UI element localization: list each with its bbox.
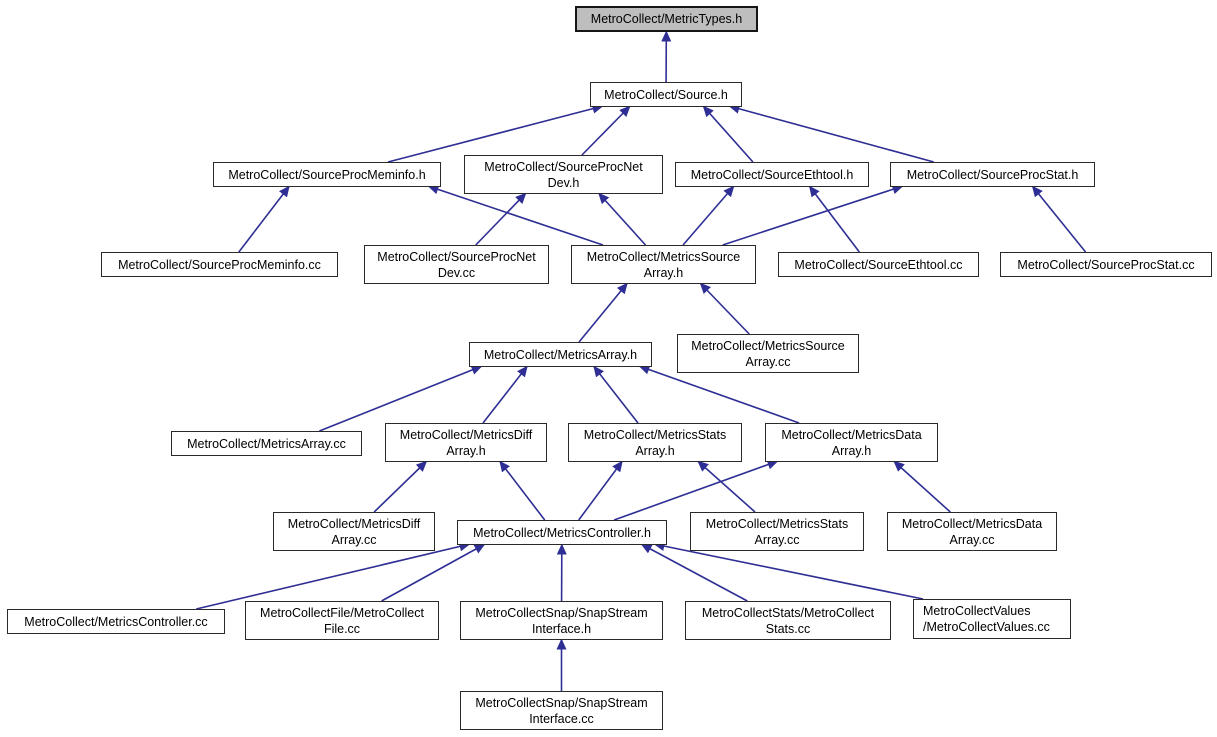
node-metric-types-h: MetroCollect/MetricTypes.h — [575, 6, 758, 32]
node-metrics-stats-array-h[interactable]: MetroCollect/MetricsStats Array.h — [568, 423, 742, 462]
node-snap-stream-interface-h[interactable]: MetroCollectSnap/SnapStream Interface.h — [460, 601, 663, 640]
node-source-proc-stat-h[interactable]: MetroCollect/SourceProcStat.h — [890, 162, 1095, 187]
node-source-proc-meminfo-cc[interactable]: MetroCollect/SourceProcMeminfo.cc — [101, 252, 338, 277]
node-metrics-data-array-h[interactable]: MetroCollect/MetricsData Array.h — [765, 423, 938, 462]
node-metrics-data-array-cc[interactable]: MetroCollect/MetricsData Array.cc — [887, 512, 1057, 551]
node-metrics-diff-array-cc[interactable]: MetroCollect/MetricsDiff Array.cc — [273, 512, 435, 551]
node-metro-collect-stats-cc[interactable]: MetroCollectStats/MetroCollect Stats.cc — [685, 601, 891, 640]
node-source-proc-net-dev-cc[interactable]: MetroCollect/SourceProcNet Dev.cc — [364, 245, 549, 284]
node-metrics-source-array-h[interactable]: MetroCollect/MetricsSource Array.h — [571, 245, 756, 284]
node-metrics-source-array-cc[interactable]: MetroCollect/MetricsSource Array.cc — [677, 334, 859, 373]
node-metro-collect-file-cc[interactable]: MetroCollectFile/MetroCollect File.cc — [245, 601, 439, 640]
node-source-ethtool-cc[interactable]: MetroCollect/SourceEthtool.cc — [778, 252, 979, 277]
node-metrics-diff-array-h[interactable]: MetroCollect/MetricsDiff Array.h — [385, 423, 547, 462]
node-source-h[interactable]: MetroCollect/Source.h — [590, 82, 742, 107]
node-source-proc-meminfo-h[interactable]: MetroCollect/SourceProcMeminfo.h — [213, 162, 441, 187]
node-metrics-array-cc[interactable]: MetroCollect/MetricsArray.cc — [171, 431, 362, 456]
node-source-proc-net-dev-h[interactable]: MetroCollect/SourceProcNet Dev.h — [464, 155, 663, 194]
node-metro-collect-values-cc[interactable]: MetroCollectValues /MetroCollectValues.c… — [913, 599, 1071, 639]
node-source-proc-stat-cc[interactable]: MetroCollect/SourceProcStat.cc — [1000, 252, 1212, 277]
node-metrics-controller-h[interactable]: MetroCollect/MetricsController.h — [457, 520, 667, 545]
node-metrics-controller-cc[interactable]: MetroCollect/MetricsController.cc — [7, 609, 225, 634]
node-metrics-stats-array-cc[interactable]: MetroCollect/MetricsStats Array.cc — [690, 512, 864, 551]
node-source-ethtool-h[interactable]: MetroCollect/SourceEthtool.h — [675, 162, 869, 187]
node-snap-stream-interface-cc[interactable]: MetroCollectSnap/SnapStream Interface.cc — [460, 691, 663, 730]
node-metrics-array-h[interactable]: MetroCollect/MetricsArray.h — [469, 342, 652, 367]
